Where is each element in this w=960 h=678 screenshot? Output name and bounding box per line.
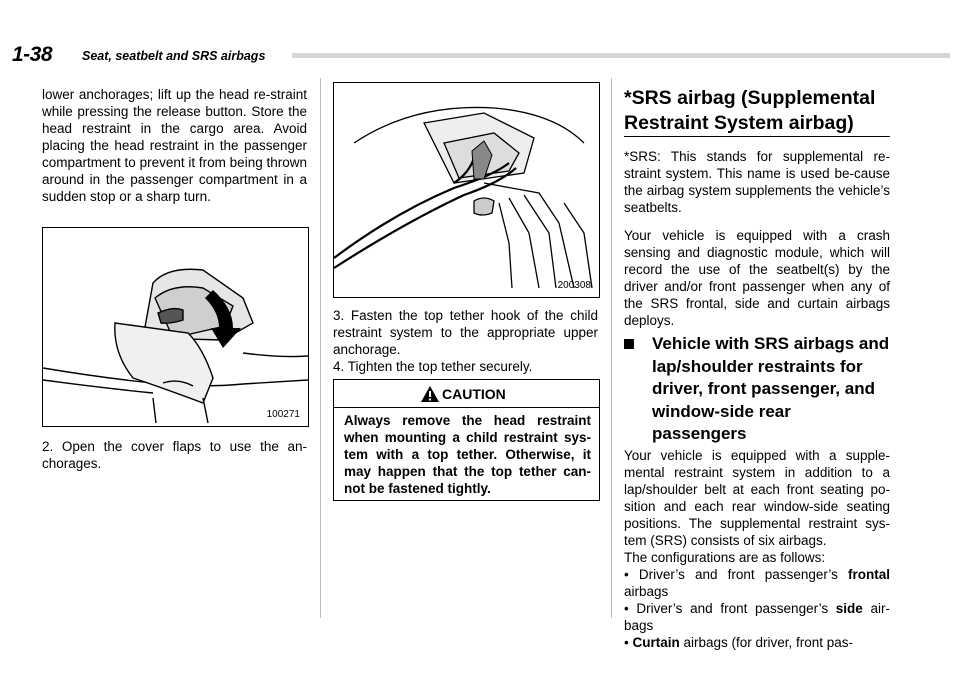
step-3: 3. Fasten the top tether hook of the chi… (333, 308, 598, 357)
column-divider-right (611, 78, 612, 618)
bullet-dot-icon: • (624, 601, 637, 616)
step-2: 2. Open the cover flaps to use the an-ch… (42, 439, 307, 471)
caution-box: CAUTION Always remove the head restraint… (333, 379, 600, 501)
column-3-intro: *SRS: This stands for supplemental re-st… (624, 148, 890, 329)
step-4: 4. Tighten the top tether securely. (333, 359, 533, 374)
column-1-step: 2. Open the cover flaps to use the an-ch… (42, 438, 307, 472)
caution-header: CAUTION (334, 380, 599, 408)
heading-srs-airbag: *SRS airbag (Supplemental Restraint Syst… (624, 87, 876, 134)
header-rule (292, 53, 950, 58)
caution-text: Always remove the head restraint when mo… (344, 413, 591, 496)
page-number: 1-38 (12, 43, 53, 66)
bullet-curtain: • Curtain airbags (for driver, front pas… (624, 635, 854, 650)
column-divider-left (320, 78, 321, 618)
column-1: lower anchorages; lift up the head re-st… (42, 86, 307, 205)
paragraph-crash-module: Your vehicle is equipped with a crash se… (624, 228, 890, 328)
subheading-srs-vehicle: Vehicle with SRS airbags and lap/shoulde… (624, 333, 890, 446)
figure-top-tether: 200308 (333, 82, 600, 298)
subheading-text: Vehicle with SRS airbags and lap/shoulde… (652, 334, 890, 443)
column-2-steps: 3. Fasten the top tether hook of the chi… (333, 307, 598, 375)
configurations-intro: The configurations are as follows: (624, 550, 826, 565)
figure-code: 100271 (266, 409, 300, 420)
bullet-frontal: • Driver’s and front passenger’s frontal… (624, 567, 890, 599)
square-bullet-icon (624, 339, 634, 349)
top-tether-illustration (334, 106, 593, 289)
figure-cover-flap: 100271 (42, 227, 309, 427)
bullet-dot-icon: • (624, 567, 639, 582)
bullet-dot-icon: • (624, 635, 633, 650)
paragraph-srs-equipped: Your vehicle is equipped with a supple-m… (624, 448, 890, 548)
paragraph-head-restraint: lower anchorages; lift up the head re-st… (42, 87, 307, 204)
heading-rule (624, 136, 890, 137)
figure-code: 200308 (557, 280, 591, 291)
column-3-body: Your vehicle is equipped with a supple-m… (624, 447, 890, 651)
cover-flap-illustration (43, 268, 308, 424)
paragraph-srs-definition: *SRS: This stands for supplemental re-st… (624, 149, 890, 215)
caution-label: CAUTION (442, 386, 506, 402)
bullet-side: • Driver’s and front passenger’s side ai… (624, 601, 890, 633)
page-header: 1-38 Seat, seatbelt and SRS airbags (0, 40, 960, 68)
section-title: Seat, seatbelt and SRS airbags (82, 49, 266, 63)
warning-icon (421, 386, 439, 402)
